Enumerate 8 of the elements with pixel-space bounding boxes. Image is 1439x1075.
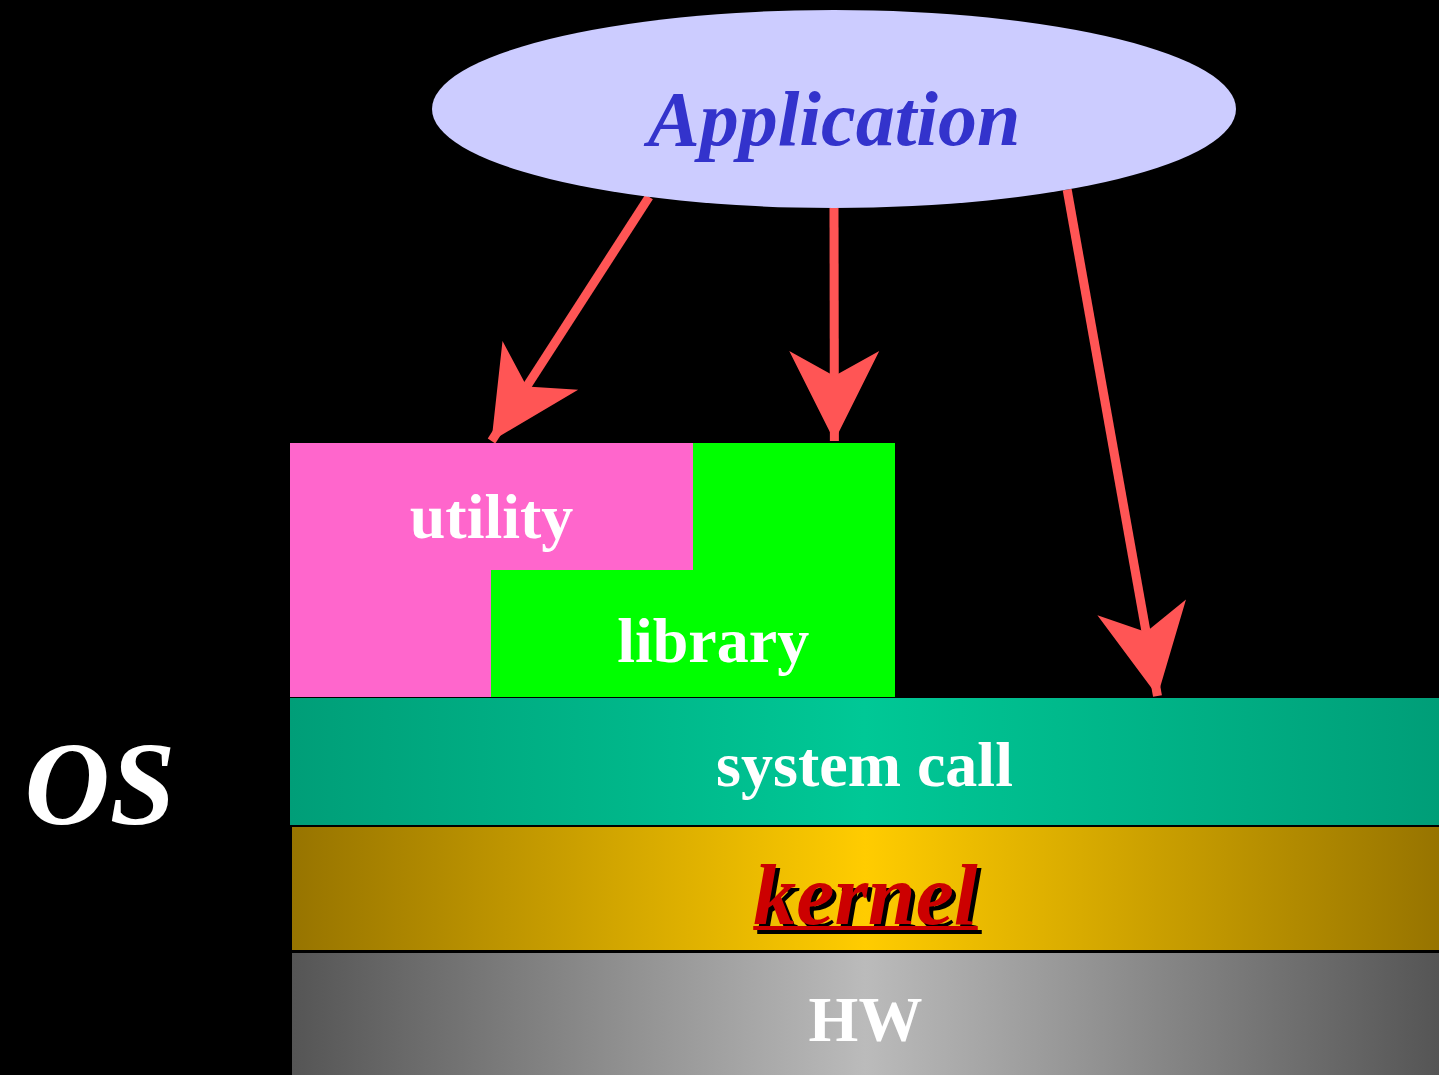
arrow — [1062, 188, 1186, 697]
layer-label: kernel — [753, 851, 978, 938]
arrow — [487, 194, 653, 444]
arrow — [789, 208, 880, 441]
layer-label: HW — [808, 988, 923, 1053]
side-label: OS — [24, 726, 176, 844]
layer-label: library — [617, 609, 810, 674]
layer-label: system call — [716, 733, 1013, 798]
